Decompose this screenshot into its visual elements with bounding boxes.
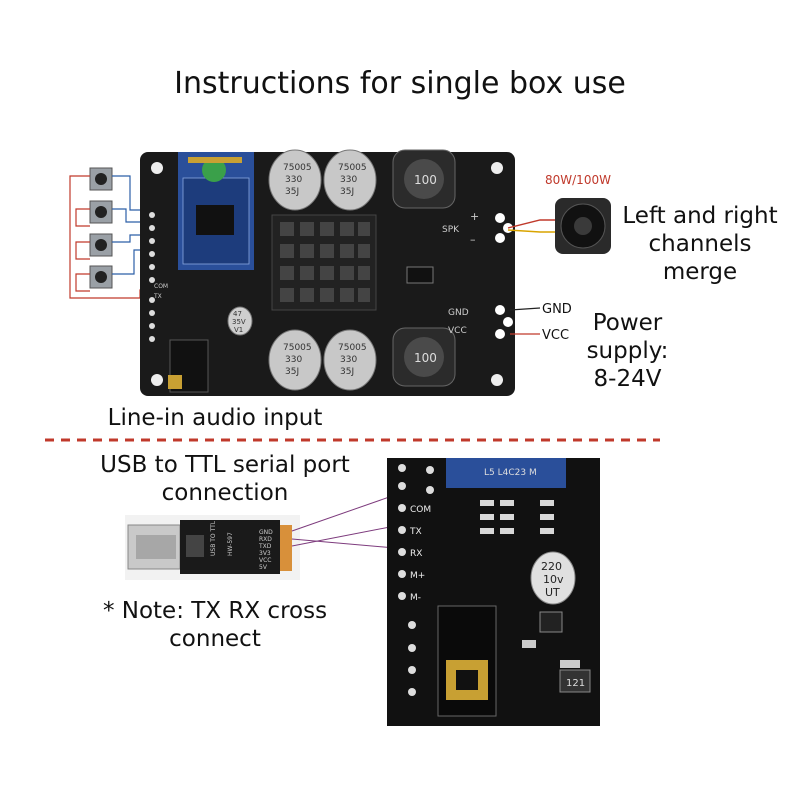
line-in-label: Line-in audio input bbox=[107, 405, 323, 431]
svg-text:RX: RX bbox=[410, 549, 422, 559]
svg-text:COM: COM bbox=[154, 283, 168, 290]
push-buttons bbox=[89, 167, 113, 289]
svg-text:COM: COM bbox=[410, 505, 431, 515]
svg-text:330: 330 bbox=[340, 175, 357, 185]
svg-text:SPK: SPK bbox=[442, 225, 460, 235]
svg-text:TX: TX bbox=[409, 527, 422, 537]
svg-text:47: 47 bbox=[233, 310, 242, 318]
detail-audio-jack bbox=[437, 605, 497, 717]
page-title: Instructions for single box use bbox=[174, 66, 626, 101]
gnd-label: GND bbox=[542, 302, 572, 317]
amplifier-board: 75005 330 35J 75005 330 35J 75005 330 35… bbox=[140, 149, 515, 396]
svg-text:V1: V1 bbox=[234, 326, 243, 334]
svg-text:3V3: 3V3 bbox=[259, 550, 271, 557]
svg-text:UT: UT bbox=[545, 586, 560, 599]
svg-text:M-: M- bbox=[410, 593, 421, 603]
svg-text:35J: 35J bbox=[285, 367, 299, 377]
svg-text:HW-597: HW-597 bbox=[227, 532, 234, 556]
svg-text:10v: 10v bbox=[543, 573, 564, 586]
svg-text:220: 220 bbox=[541, 560, 562, 573]
note-label: * Note: TX RX cross connect bbox=[102, 598, 328, 652]
svg-text:100: 100 bbox=[414, 173, 437, 187]
svg-text:35V: 35V bbox=[232, 318, 246, 326]
svg-text:M+: M+ bbox=[410, 571, 425, 581]
svg-text:330: 330 bbox=[340, 355, 357, 365]
svg-text:35J: 35J bbox=[340, 367, 354, 377]
svg-text:TX: TX bbox=[153, 293, 162, 300]
inductor: 100 bbox=[392, 327, 456, 387]
svg-text:121: 121 bbox=[566, 678, 585, 689]
usb-ttl-adapter: USB TO TTL HW-597 GND RXD TXD 3V3 VCC 5V bbox=[125, 515, 300, 580]
svg-text:L5 L4C23 M: L5 L4C23 M bbox=[484, 468, 537, 478]
capacitor: 75005 330 35J bbox=[323, 329, 377, 391]
svg-text:GND: GND bbox=[448, 308, 469, 318]
svg-text:VCC: VCC bbox=[448, 326, 467, 336]
svg-text:USB TO TTL: USB TO TTL bbox=[210, 520, 217, 556]
capacitor: 75005 330 35J bbox=[323, 149, 377, 211]
svg-text:35J: 35J bbox=[285, 187, 299, 197]
svg-text:75005: 75005 bbox=[338, 343, 367, 353]
small-capacitor: 47 35V V1 bbox=[227, 306, 253, 336]
svg-text:GND: GND bbox=[259, 529, 273, 536]
speaker-power-label: 80W/100W bbox=[545, 173, 611, 187]
push-button bbox=[89, 200, 113, 224]
capacitor: 75005 330 35J bbox=[268, 329, 322, 391]
svg-text:35J: 35J bbox=[340, 187, 354, 197]
svg-text:100: 100 bbox=[414, 351, 437, 365]
svg-text:75005: 75005 bbox=[283, 163, 312, 173]
detail-capacitor: 220 10v UT bbox=[530, 551, 576, 605]
board-detail: COM TX RX M+ M- L5 L4C23 M 220 10v UT bbox=[387, 458, 600, 726]
usb-ttl-label: USB to TTL serial port connection bbox=[100, 452, 350, 506]
capacitor: 75005 330 35J bbox=[268, 149, 322, 211]
svg-text:TXD: TXD bbox=[258, 543, 272, 550]
svg-text:75005: 75005 bbox=[283, 343, 312, 353]
svg-text:5V: 5V bbox=[259, 564, 268, 571]
svg-text:75005: 75005 bbox=[338, 163, 367, 173]
vcc-label: VCC bbox=[542, 328, 569, 343]
speaker-icon bbox=[555, 198, 611, 254]
heatsink bbox=[271, 214, 377, 311]
svg-text:330: 330 bbox=[285, 175, 302, 185]
svg-text:RXD: RXD bbox=[259, 536, 272, 543]
power-supply-label: Power supply: 8-24V bbox=[586, 310, 669, 392]
audio-jack bbox=[168, 339, 209, 393]
push-button bbox=[89, 233, 113, 257]
inductor: 100 bbox=[392, 149, 456, 209]
svg-text:VCC: VCC bbox=[259, 557, 271, 564]
svg-text:–: – bbox=[470, 233, 476, 246]
push-button bbox=[89, 167, 113, 191]
speaker-description: Left and right channels merge bbox=[622, 203, 778, 285]
svg-text:330: 330 bbox=[285, 355, 302, 365]
push-button bbox=[89, 265, 113, 289]
bluetooth-module bbox=[178, 152, 254, 270]
svg-text:+: + bbox=[470, 210, 479, 223]
